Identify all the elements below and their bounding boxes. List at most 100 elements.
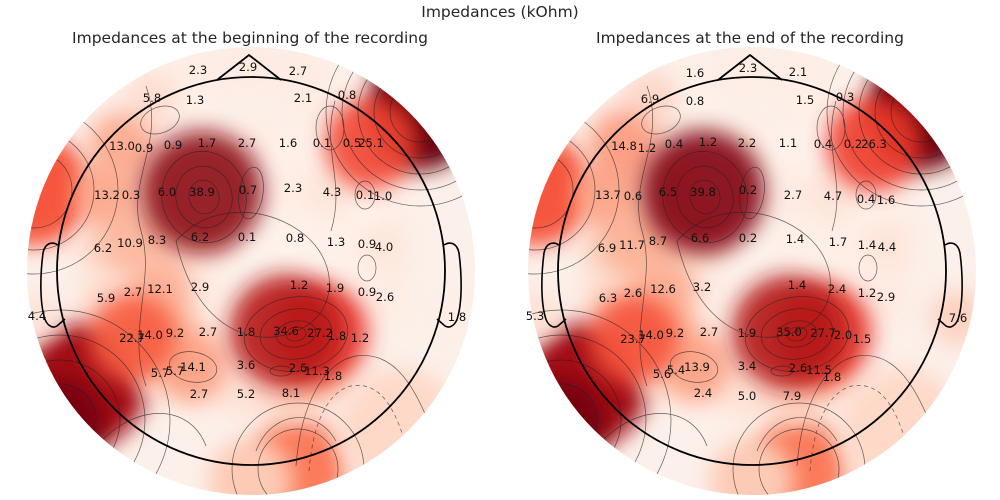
electrode-value: 11.3 bbox=[304, 364, 330, 378]
electrode-value: 2.2 bbox=[738, 136, 756, 150]
electrode-value: 0.2 bbox=[739, 231, 757, 245]
electrode-value: 1.6 bbox=[686, 66, 704, 80]
electrode-value: 0.2 bbox=[739, 183, 757, 197]
electrode-value: 1.6 bbox=[279, 136, 297, 150]
electrode-value: 12.1 bbox=[147, 282, 173, 296]
electrode-value: 2.7 bbox=[700, 325, 718, 339]
electrode-value: 5.7 bbox=[151, 366, 169, 380]
electrode-value: 1.2 bbox=[351, 331, 369, 345]
electrode-value: 6.6 bbox=[691, 231, 709, 245]
electrode-value: 5.9 bbox=[97, 291, 115, 305]
electrode-value: 1.9 bbox=[326, 281, 344, 295]
electrode-value: 0.1 bbox=[313, 136, 331, 150]
left-plot-title: Impedances at the beginning of the recor… bbox=[72, 29, 428, 47]
electrode-value: 2.1 bbox=[294, 91, 312, 105]
right-ear-outline bbox=[937, 242, 963, 328]
electrode-value: 1.2 bbox=[699, 135, 717, 149]
electrode-value: 3.2 bbox=[693, 280, 711, 294]
electrode-value: 2.7 bbox=[238, 136, 256, 150]
electrode-value: 4.0 bbox=[375, 240, 393, 254]
electrode-value: 3.4 bbox=[738, 359, 756, 373]
electrode-value: 0.4 bbox=[665, 137, 683, 151]
electrode-value: 0.1 bbox=[238, 230, 256, 244]
electrode-value: 1.4 bbox=[788, 278, 806, 292]
electrode-value: 14.0 bbox=[137, 328, 163, 342]
electrode-value: 14.8 bbox=[611, 139, 637, 153]
electrode-value: 8.3 bbox=[148, 233, 166, 247]
electrode-value: 2.1 bbox=[789, 65, 807, 79]
electrode-value: 0.8 bbox=[686, 94, 704, 108]
electrode-value: 35.0 bbox=[776, 325, 802, 339]
electrode-value: 2.6 bbox=[376, 290, 394, 304]
electrode-value: 1.2 bbox=[290, 278, 308, 292]
left-ear-outline bbox=[40, 242, 66, 328]
electrode-value: 11.5 bbox=[806, 363, 832, 377]
electrode-value: 0.3 bbox=[122, 188, 140, 202]
electrode-value: 39.8 bbox=[690, 185, 716, 199]
electrode-value: 1.8 bbox=[823, 370, 841, 384]
electrode-value: 13.9 bbox=[684, 360, 710, 374]
electrode-value: 38.9 bbox=[189, 185, 215, 199]
electrode-value: 5.6 bbox=[653, 367, 671, 381]
topomap-beginning bbox=[27, 47, 475, 495]
electrode-value: 1.6 bbox=[877, 193, 895, 207]
electrode-value: 2.6 bbox=[789, 361, 807, 375]
electrode-value: 5.0 bbox=[738, 389, 756, 403]
electrode-value: 14.0 bbox=[638, 328, 664, 342]
electrode-value: 2.7 bbox=[124, 285, 142, 299]
electrode-value: 6.9 bbox=[598, 241, 616, 255]
electrode-value: 0.4 bbox=[857, 192, 875, 206]
electrode-value: 5.7 bbox=[166, 364, 184, 378]
electrode-value: 1.2 bbox=[638, 141, 656, 155]
electrode-value: 2.7 bbox=[784, 188, 802, 202]
electrode-value: 1.7 bbox=[198, 136, 216, 150]
electrode-value: 10.9 bbox=[117, 236, 143, 250]
electrode-value: 14.1 bbox=[180, 360, 206, 374]
electrode-value: 6.2 bbox=[191, 230, 209, 244]
electrode-value: 0.9 bbox=[358, 285, 376, 299]
electrode-value: 13.7 bbox=[595, 188, 621, 202]
electrode-value: 2.9 bbox=[877, 290, 895, 304]
electrode-value: 1.4 bbox=[858, 238, 876, 252]
electrode-value: 0.6 bbox=[624, 189, 642, 203]
electrode-value: 22.7 bbox=[119, 331, 145, 345]
electrode-value: 1.3 bbox=[186, 93, 204, 107]
nose-outline bbox=[216, 53, 282, 81]
electrode-value: 5.4 bbox=[667, 363, 685, 377]
electrode-value: 3.6 bbox=[237, 358, 255, 372]
electrode-value: 0.9 bbox=[135, 141, 153, 155]
right-ear-outline bbox=[436, 242, 462, 328]
electrode-value: 0.8 bbox=[338, 88, 356, 102]
electrode-value: 13.2 bbox=[94, 188, 120, 202]
electrode-value: 0.5 bbox=[343, 136, 361, 150]
electrode-value: 7.9 bbox=[783, 389, 801, 403]
electrode-value: 0.1 bbox=[356, 188, 374, 202]
electrode-value: 6.9 bbox=[641, 92, 659, 106]
electrode-value: 1.3 bbox=[327, 235, 345, 249]
electrode-value: 1.0 bbox=[374, 189, 392, 203]
electrode-value: 0.8 bbox=[286, 231, 304, 245]
electrode-value: 2.0 bbox=[834, 328, 852, 342]
electrode-value: 34.6 bbox=[273, 324, 299, 338]
electrode-value: 7.6 bbox=[949, 311, 967, 325]
electrode-value: 2.4 bbox=[828, 282, 846, 296]
electrode-value: 0.7 bbox=[239, 183, 257, 197]
electrode-value: 0.4 bbox=[814, 137, 832, 151]
electrode-value: 2.7 bbox=[190, 387, 208, 401]
electrode-value: 2.9 bbox=[191, 280, 209, 294]
electrode-value: 2.6 bbox=[624, 286, 642, 300]
electrode-value: 1.8 bbox=[328, 329, 346, 343]
head-outline bbox=[541, 53, 963, 466]
electrode-value: 2.7 bbox=[199, 325, 217, 339]
electrode-value: 6.2 bbox=[94, 241, 112, 255]
electrode-value: 0.9 bbox=[164, 138, 182, 152]
electrode-value: 4.4 bbox=[878, 240, 896, 254]
electrode-value: 4.3 bbox=[323, 185, 341, 199]
electrode-value: 5.8 bbox=[143, 91, 161, 105]
electrode-value: 1.4 bbox=[786, 232, 804, 246]
electrode-value: 6.5 bbox=[659, 185, 677, 199]
nose-outline bbox=[717, 53, 783, 81]
